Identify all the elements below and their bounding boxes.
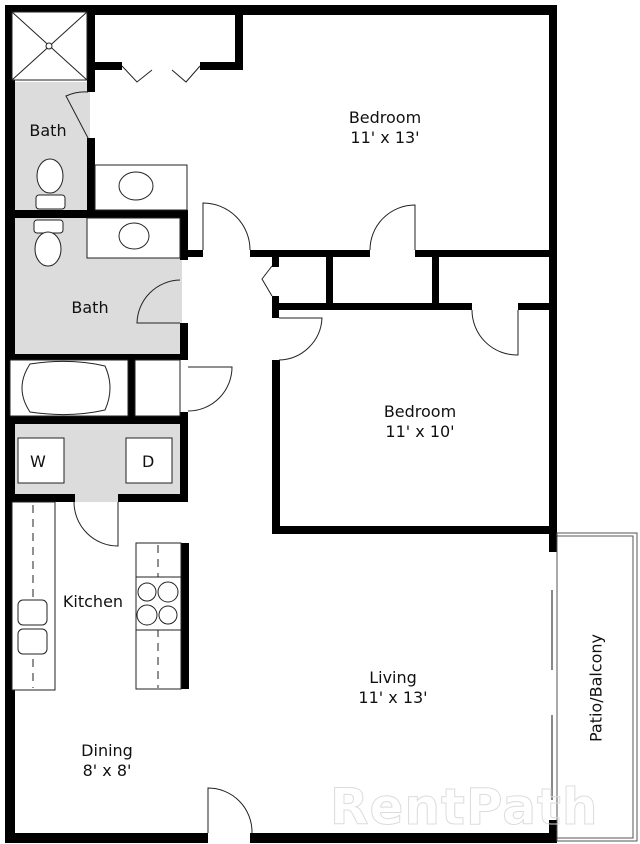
walls: [5, 5, 557, 843]
kitchen-name: Kitchen: [62, 592, 124, 611]
room-label-living: Living 11' x 13': [343, 668, 443, 708]
bedroom-1-name: Bedroom: [348, 108, 422, 127]
bedroom-1-size: 11' x 13': [350, 128, 420, 147]
bath-1-name: Bath: [29, 121, 67, 140]
dining-size: 8' x 8': [82, 761, 132, 780]
room-label-bedroom-2: Bedroom 11' x 10': [370, 402, 470, 442]
washer-label: W: [30, 452, 46, 471]
room-label-patio: Patio/Balcony: [586, 633, 606, 743]
bedroom-2-name: Bedroom: [383, 402, 457, 421]
laundry-doorway: [74, 490, 118, 502]
dining-name: Dining: [81, 741, 133, 760]
room-label-bath-1: Bath: [18, 121, 78, 141]
bedroom-2-size: 11' x 10': [385, 422, 455, 441]
living-name: Living: [369, 668, 417, 687]
watermark-logo: RentPath: [329, 778, 599, 837]
room-label-dining: Dining 8' x 8': [57, 741, 157, 781]
room-label-bedroom-1: Bedroom 11' x 13': [335, 108, 435, 148]
living-size: 11' x 13': [358, 688, 428, 707]
dryer-label: D: [142, 452, 155, 471]
bath-2-name: Bath: [71, 298, 109, 317]
fixtures: [9, 11, 638, 842]
room-label-bath-2: Bath: [60, 298, 120, 318]
room-label-kitchen: Kitchen: [58, 592, 128, 612]
